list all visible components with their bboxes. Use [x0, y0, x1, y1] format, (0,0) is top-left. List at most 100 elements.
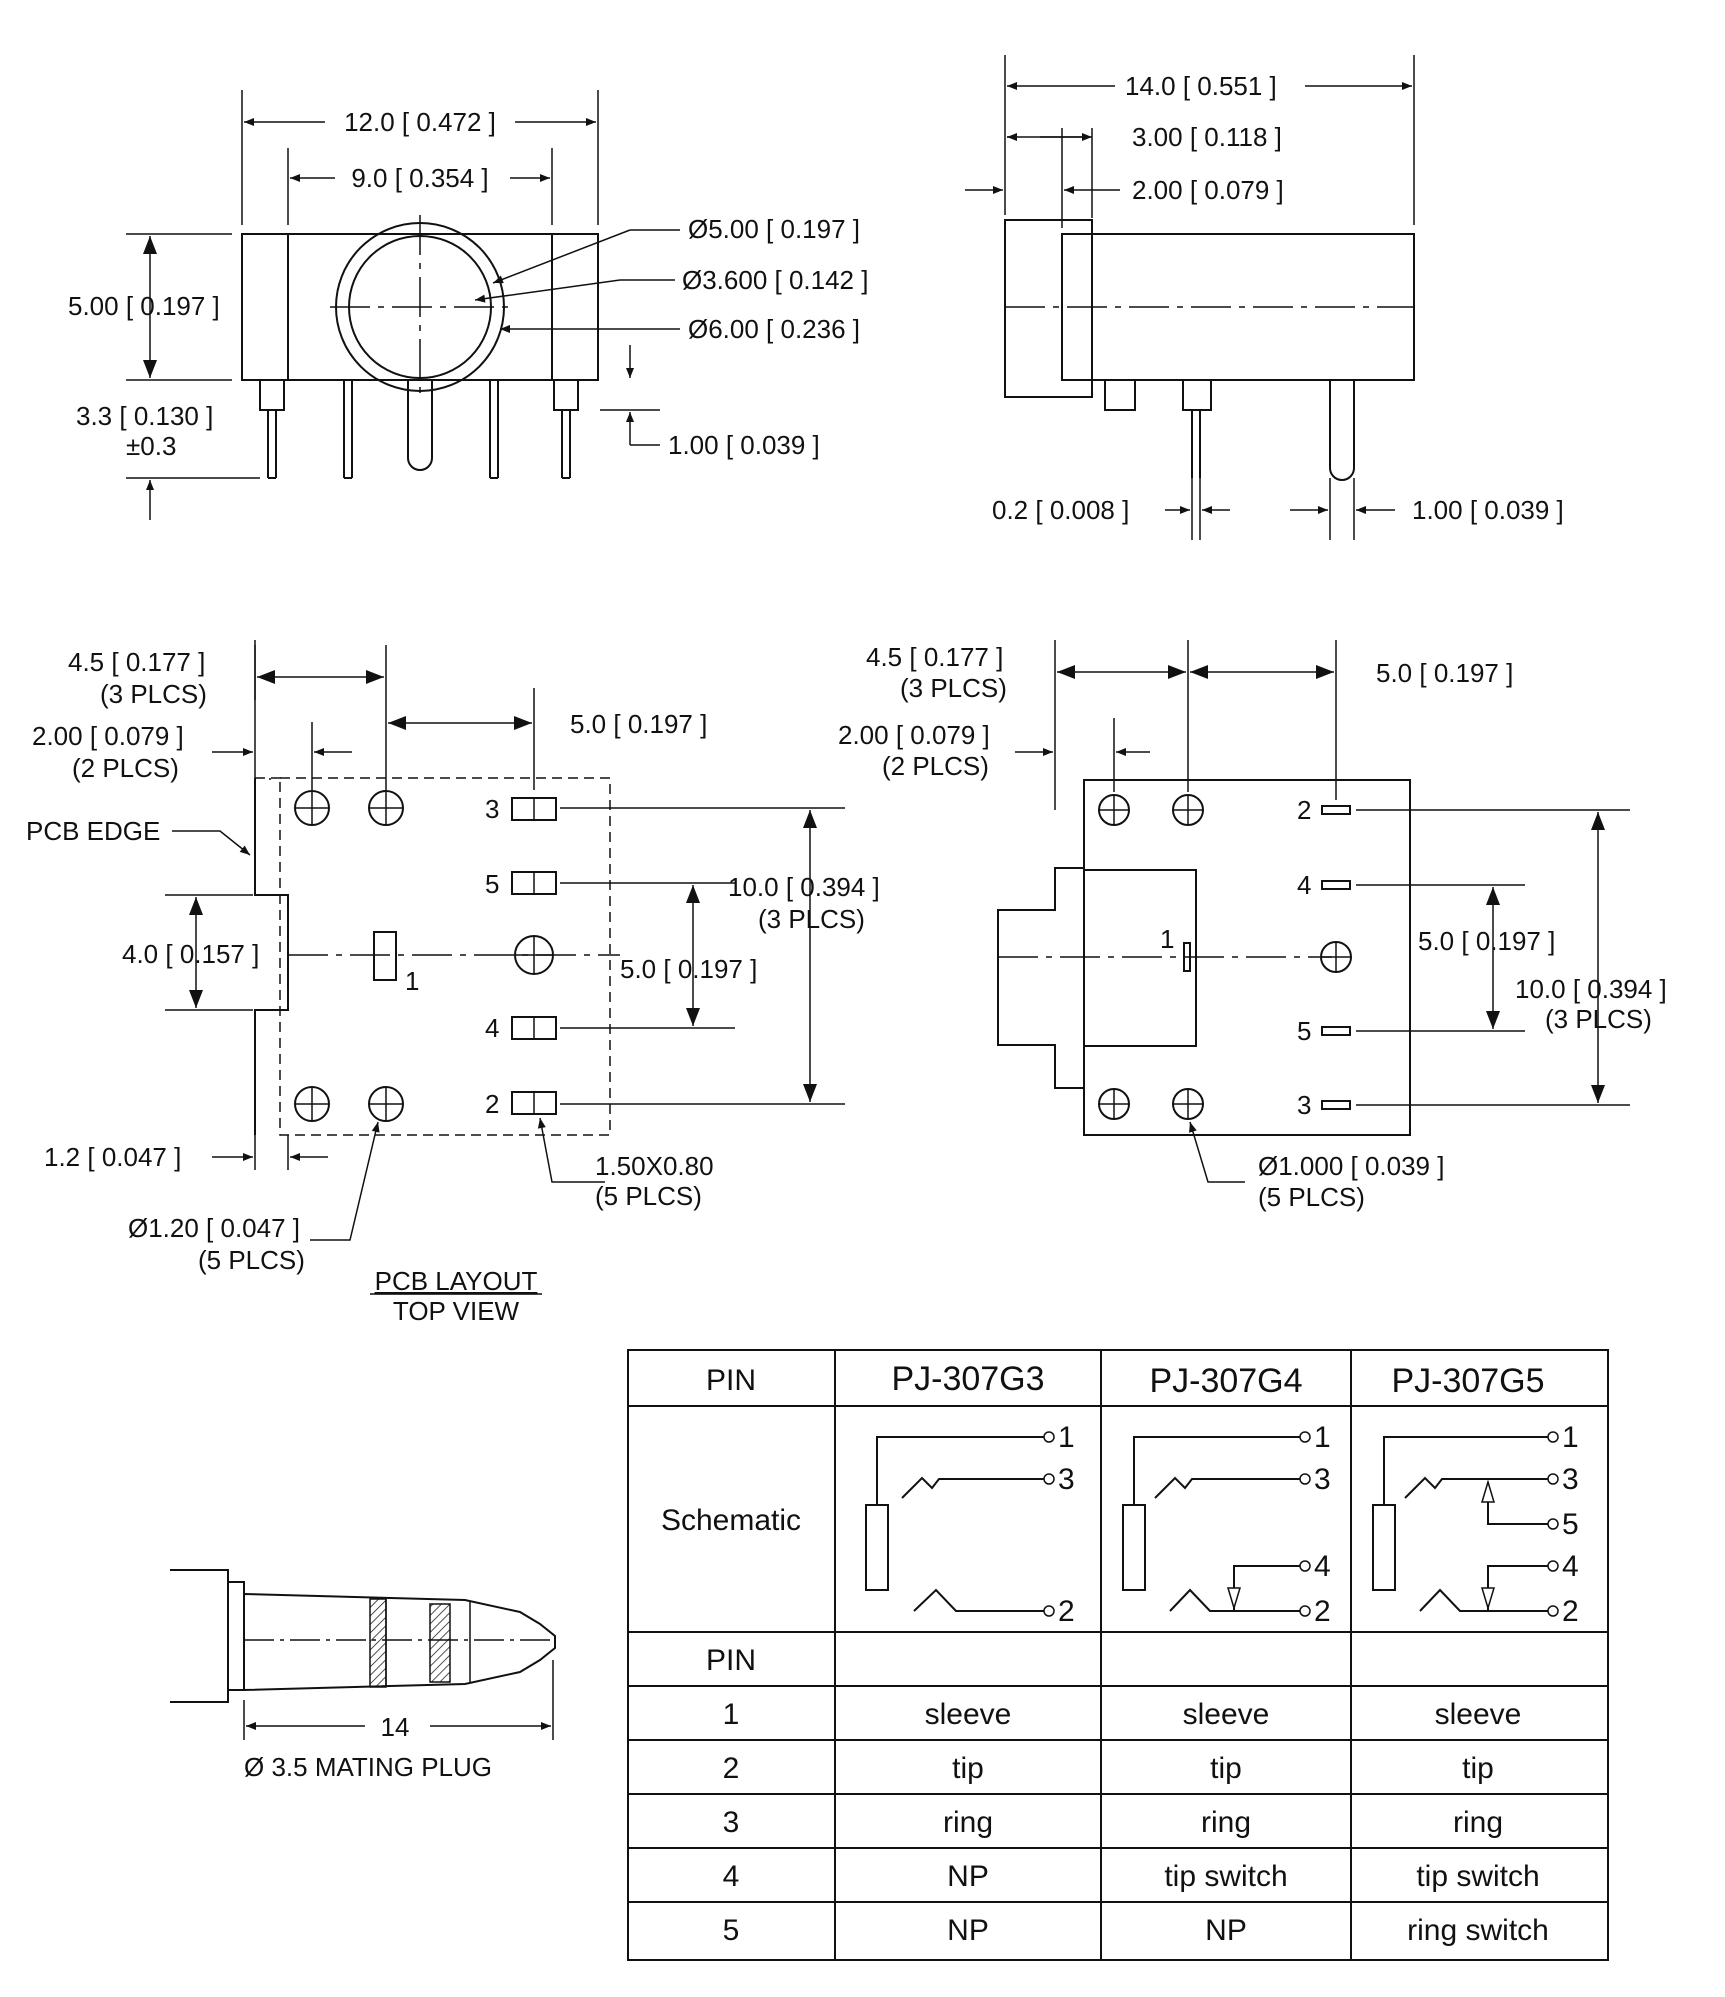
dim-dia-6: Ø6.00 [ 0.236 ] — [688, 314, 860, 344]
schematic-g3-icon: 1 3 2 — [865, 1421, 1075, 1628]
table-cell: sleeve — [925, 1698, 1012, 1731]
table-cell: sleeve — [1183, 1698, 1270, 1731]
schem-pin: 4 — [1562, 1550, 1579, 1583]
side-view: 14.0 [ 0.551 ] 3.00 [ 0.118 ] 2.00 [ 0.0… — [965, 55, 1564, 540]
pcb-layout-view: 3 5 1 4 2 4.5 [ 0.177 ] (3 PLCS) 5.0 [ 0… — [26, 640, 880, 1326]
mount-hole-icon — [1098, 794, 1352, 1120]
table-cell: 1 — [723, 1698, 740, 1731]
bottom-pin-label: 1 — [1160, 924, 1174, 954]
table-cell: ring — [1453, 1806, 1503, 1839]
dim-14: 14.0 [ 0.551 ] — [1125, 71, 1277, 101]
table-cell: NP — [947, 1860, 989, 1893]
pcb-dim-4-0: 4.0 [ 0.157 ] — [122, 939, 259, 969]
pcb-title-1: PCB LAYOUT — [375, 1266, 538, 1296]
pcb-plcs-5-a: (5 PLCS) — [595, 1181, 702, 1211]
table-header-g3: PJ-307G3 — [891, 1360, 1044, 1398]
table-cell: ring — [943, 1806, 993, 1839]
table-pin-label: PIN — [706, 1644, 756, 1677]
pcb-pad-size: 1.50X0.80 — [595, 1151, 714, 1181]
bottom-plcs-3-b: (3 PLCS) — [1545, 1004, 1652, 1034]
pcb-hole-dia: Ø1.20 [ 0.047 ] — [128, 1213, 300, 1243]
slot-pad-icon — [1183, 805, 1351, 1110]
schem-pin: 1 — [1562, 1421, 1579, 1454]
bottom-pin-label: 2 — [1297, 795, 1311, 825]
pcb-dim-5-top: 5.0 [ 0.197 ] — [570, 709, 707, 739]
dim-0-2: 0.2 [ 0.008 ] — [992, 495, 1129, 525]
bottom-view: 2 4 1 5 3 4.5 [ 0.177 ] (3 PLCS) 5.0 [ 0… — [838, 640, 1667, 1212]
plug-label: Ø 3.5 MATING PLUG — [244, 1752, 492, 1782]
pcb-plcs-5-b: (5 PLCS) — [198, 1245, 305, 1275]
table-cell: NP — [947, 1914, 989, 1947]
table-cell: tip switch — [1164, 1860, 1287, 1893]
bottom-dim-2-00: 2.00 [ 0.079 ] — [838, 720, 990, 750]
pcb-plcs-3-b: (3 PLCS) — [758, 904, 865, 934]
pcb-plcs-2: (2 PLCS) — [72, 753, 179, 783]
schem-pin: 2 — [1314, 1595, 1331, 1628]
table-header-g4: PJ-307G4 — [1149, 1362, 1302, 1400]
schematic-g5-icon: 1 3 5 4 2 — [1372, 1421, 1579, 1628]
mating-plug: 14 Ø 3.5 MATING PLUG — [170, 1569, 556, 1782]
dim-pm-0-3: ±0.3 — [126, 431, 176, 461]
bottom-dim-10: 10.0 [ 0.394 ] — [1515, 974, 1667, 1004]
schem-pin: 2 — [1562, 1595, 1579, 1628]
schem-pin: 5 — [1562, 1508, 1579, 1541]
schem-pin: 4 — [1314, 1550, 1331, 1583]
dim-1-00-b: 1.00 [ 0.039 ] — [1412, 495, 1564, 525]
pcb-pin-label: 2 — [485, 1089, 499, 1119]
bottom-pin-label: 3 — [1297, 1090, 1311, 1120]
schem-pin: 1 — [1314, 1421, 1331, 1454]
bottom-plcs-3: (3 PLCS) — [900, 673, 1007, 703]
pin-table: PIN PJ-307G3 PJ-307G4 PJ-307G5 Schematic… — [627, 1349, 1609, 1961]
table-cell: 4 — [723, 1860, 740, 1893]
pcb-dim-4-5: 4.5 [ 0.177 ] — [68, 647, 205, 677]
schem-pin: 2 — [1058, 1595, 1075, 1628]
schematic-g4-icon: 1 3 4 2 — [1122, 1421, 1331, 1628]
pcb-pin-label: 5 — [485, 869, 499, 899]
table-cell: 2 — [723, 1752, 740, 1785]
pcb-dim-1-2: 1.2 [ 0.047 ] — [44, 1142, 181, 1172]
dim-dia-5: Ø5.00 [ 0.197 ] — [688, 214, 860, 244]
pad-icon — [373, 797, 557, 1115]
table-cell: ring — [1201, 1806, 1251, 1839]
pcb-edge-label: PCB EDGE — [26, 816, 160, 846]
pcb-dim-2-00: 2.00 [ 0.079 ] — [32, 721, 184, 751]
table-schematic-label: Schematic — [661, 1504, 801, 1537]
table-header-pin: PIN — [706, 1364, 756, 1397]
bottom-hole-dia: Ø1.000 [ 0.039 ] — [1258, 1151, 1444, 1181]
schem-pin: 3 — [1058, 1463, 1075, 1496]
table-cell: NP — [1205, 1914, 1247, 1947]
table-cell: sleeve — [1435, 1698, 1522, 1731]
dim-3-3: 3.3 [ 0.130 ] — [76, 401, 213, 431]
mount-hole-icon — [294, 790, 554, 1122]
table-cell: tip switch — [1416, 1860, 1539, 1893]
dim-3-00: 3.00 [ 0.118 ] — [1132, 122, 1282, 152]
pcb-dim-5-mid: 5.0 [ 0.197 ] — [620, 954, 757, 984]
table-cell: tip — [1210, 1752, 1242, 1785]
pcb-pin-label: 3 — [485, 794, 499, 824]
bottom-plcs-5: (5 PLCS) — [1258, 1182, 1365, 1212]
table-cell: 3 — [723, 1806, 740, 1839]
bottom-dim-5-mid: 5.0 [ 0.197 ] — [1418, 926, 1555, 956]
dim-12: 12.0 [ 0.472 ] — [344, 107, 496, 137]
bottom-plcs-2: (2 PLCS) — [882, 751, 989, 781]
bottom-dim-5-top: 5.0 [ 0.197 ] — [1376, 658, 1513, 688]
table-cell: tip — [1462, 1752, 1494, 1785]
plug-length: 14 — [381, 1712, 410, 1742]
pcb-dim-10: 10.0 [ 0.394 ] — [728, 872, 880, 902]
dim-5-height: 5.00 [ 0.197 ] — [68, 291, 220, 321]
table-cell: ring switch — [1407, 1914, 1549, 1947]
dim-9: 9.0 [ 0.354 ] — [351, 163, 488, 193]
table-cell: 5 — [723, 1914, 740, 1947]
dim-2-00: 2.00 [ 0.079 ] — [1132, 175, 1284, 205]
pcb-pin-label: 4 — [485, 1013, 499, 1043]
bottom-pin-label: 5 — [1297, 1016, 1311, 1046]
pcb-pin-label: 1 — [405, 966, 419, 996]
schem-pin: 3 — [1314, 1463, 1331, 1496]
dim-dia-3-6: Ø3.600 [ 0.142 ] — [682, 265, 868, 295]
table-header-g5: PJ-307G5 — [1391, 1362, 1544, 1400]
table-cell: tip — [952, 1752, 984, 1785]
pcb-plcs-3: (3 PLCS) — [100, 679, 207, 709]
pcb-title-2: TOP VIEW — [393, 1296, 520, 1326]
schem-pin: 1 — [1058, 1421, 1075, 1454]
